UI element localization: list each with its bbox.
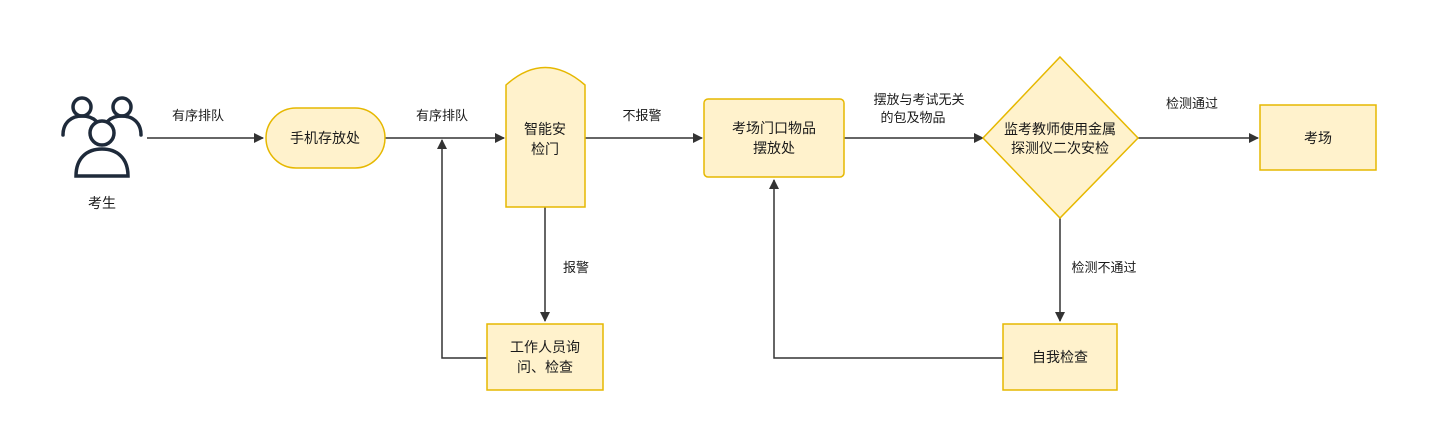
edge-label-fail: 检测不通过 bbox=[1071, 261, 1136, 276]
node-metal-detector-line-2: 探测仪二次安检 bbox=[1011, 141, 1109, 157]
node-metal-detector bbox=[981, 55, 1140, 220]
node-exam-room bbox=[1259, 104, 1377, 171]
node-security-gate-line-1: 智能安 bbox=[524, 122, 566, 138]
node-self-check bbox=[1002, 323, 1118, 391]
node-item-area-line-1: 考场门口物品 bbox=[732, 121, 816, 137]
node-self-check-label: 自我检查 bbox=[1032, 350, 1088, 366]
edge-label-no-alarm: 不报警 bbox=[622, 108, 661, 124]
node-item-area-line-2: 摆放处 bbox=[753, 141, 795, 157]
node-item-area bbox=[703, 98, 845, 178]
actor-label: 考生 bbox=[88, 196, 116, 212]
edge-label-queue-2: 有序排队 bbox=[416, 109, 468, 124]
node-phone-storage-label: 手机存放处 bbox=[290, 131, 360, 147]
edge-label-alarm: 报警 bbox=[563, 260, 589, 276]
node-staff-check-line-1: 工作人员询 bbox=[510, 340, 580, 356]
examinees-icon bbox=[61, 96, 143, 178]
edge-self-check-return bbox=[769, 179, 1003, 359]
edge-label-unrelated-line-1: 摆放与考试无关 bbox=[873, 93, 964, 108]
node-security-gate-line-2: 检门 bbox=[531, 142, 559, 158]
node-staff-check-line-2: 问、检查 bbox=[517, 360, 573, 376]
edge-label-queue-1: 有序排队 bbox=[172, 109, 224, 124]
node-phone-storage bbox=[265, 107, 386, 169]
edge-label-pass: 检测通过 bbox=[1166, 97, 1218, 112]
node-staff-check bbox=[486, 323, 604, 391]
node-security-gate bbox=[505, 66, 586, 208]
node-exam-room-label: 考场 bbox=[1304, 131, 1332, 147]
edge-label-unrelated-line-2: 的包及物品 bbox=[880, 110, 945, 126]
edge-staff-return bbox=[437, 139, 487, 359]
node-metal-detector-line-1: 监考教师使用金属 bbox=[1004, 121, 1116, 138]
